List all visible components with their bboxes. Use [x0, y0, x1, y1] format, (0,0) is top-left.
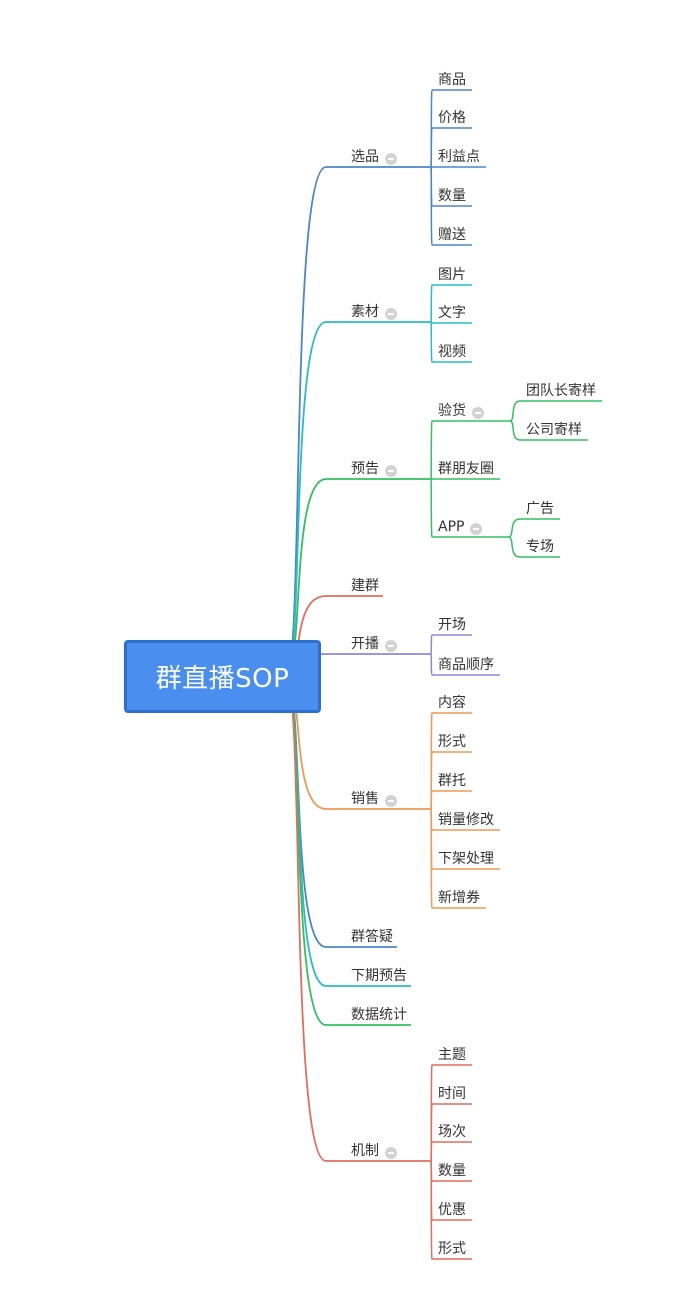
collapse-icon[interactable]	[470, 523, 483, 535]
child-node-kaibo[interactable]: 开场	[438, 617, 466, 633]
branch-jizhi[interactable]: 机制	[351, 1143, 379, 1159]
branch-sucai[interactable]: 素材	[351, 304, 379, 320]
child-node-kaibo[interactable]: 商品顺序	[438, 657, 494, 673]
grandchild-connector-yugao	[509, 400, 521, 422]
child-node-xuanpin[interactable]: 利益点	[438, 149, 480, 165]
child-node-yugao[interactable]: 群朋友圈	[438, 461, 494, 477]
child-node-xiaoshou[interactable]: 新增券	[438, 890, 480, 906]
child-connector-jizhi	[430, 1160, 433, 1260]
child-node-jizhi[interactable]: 主题	[438, 1047, 466, 1063]
collapse-icon[interactable]	[384, 1147, 397, 1159]
child-connector-sucai	[430, 284, 433, 323]
grandchild-node-yugao[interactable]: 广告	[526, 501, 554, 517]
child-node-xiaoshou[interactable]: 下架处理	[438, 851, 494, 867]
child-node-jizhi[interactable]: 形式	[438, 1241, 466, 1257]
child-connector-xiaoshou	[430, 808, 433, 909]
child-node-xiaoshou[interactable]: 内容	[438, 695, 466, 711]
child-connector-xuanpin	[430, 127, 433, 168]
child-node-sucai[interactable]: 视频	[438, 344, 466, 360]
child-node-xiaoshou[interactable]: 群托	[438, 773, 466, 789]
collapse-icon[interactable]	[471, 407, 484, 419]
child-node-jizhi[interactable]: 场次	[438, 1124, 466, 1140]
child-connector-jizhi	[430, 1141, 433, 1162]
branch-jianqun[interactable]: 建群	[351, 578, 379, 594]
branch-xuanpin[interactable]: 选品	[351, 149, 379, 165]
child-connector-kaibo	[430, 634, 433, 655]
child-connector-kaibo	[430, 653, 433, 676]
collapse-icon[interactable]	[384, 153, 397, 165]
child-node-sucai[interactable]: 图片	[438, 267, 466, 283]
branch-kaibo[interactable]: 开播	[351, 636, 379, 652]
grandchild-connector-yugao	[508, 518, 521, 538]
branch-connector-qundayi	[285, 676, 349, 948]
collapse-icon[interactable]	[384, 308, 397, 320]
child-node-xiaoshou[interactable]: 销量修改	[438, 812, 494, 828]
grandchild-connector-yugao	[508, 536, 521, 558]
child-node-xuanpin[interactable]: 商品	[438, 72, 466, 88]
child-node-xuanpin[interactable]: 价格	[438, 110, 466, 126]
branch-xiaqi[interactable]: 下期预告	[351, 968, 407, 984]
grandchild-node-yugao[interactable]: 团队长寄样	[526, 383, 596, 399]
branch-connector-sucai	[285, 321, 349, 678]
collapse-icon[interactable]	[384, 640, 397, 652]
child-node-jizhi[interactable]: 优惠	[438, 1202, 466, 1218]
child-node-xiaoshou[interactable]: 形式	[438, 734, 466, 750]
branch-shuju[interactable]: 数据统计	[351, 1007, 407, 1023]
branch-connector-jizhi	[285, 676, 349, 1162]
grandchild-node-yugao[interactable]: 专场	[526, 539, 554, 555]
root-node[interactable]: 群直播SOP	[124, 640, 321, 713]
branch-qundayi[interactable]: 群答疑	[351, 929, 393, 945]
child-connector-yugao	[430, 478, 433, 538]
child-node-jizhi[interactable]: 数量	[438, 1163, 466, 1179]
child-node-sucai[interactable]: 文字	[438, 305, 466, 321]
child-connector-xuanpin	[430, 166, 433, 246]
grandchild-connector-yugao	[509, 420, 521, 441]
child-node-xuanpin[interactable]: 数量	[438, 188, 466, 204]
collapse-icon[interactable]	[384, 465, 397, 477]
collapse-icon[interactable]	[384, 795, 397, 807]
grandchild-node-yugao[interactable]: 公司寄样	[526, 422, 582, 438]
child-connector-xiaoshou	[430, 790, 433, 810]
branch-xiaoshou[interactable]: 销售	[351, 791, 379, 807]
child-node-yugao[interactable]: 验货	[438, 403, 466, 419]
root-node-label: 群直播SOP	[155, 664, 290, 694]
child-node-jizhi[interactable]: 时间	[438, 1086, 466, 1102]
branch-connector-shuju	[285, 676, 349, 1026]
child-node-yugao[interactable]: APP	[438, 519, 465, 535]
child-connector-yugao	[430, 420, 433, 480]
child-node-xuanpin[interactable]: 赠送	[438, 227, 466, 243]
branch-yugao[interactable]: 预告	[351, 461, 379, 477]
child-connector-sucai	[430, 321, 433, 363]
